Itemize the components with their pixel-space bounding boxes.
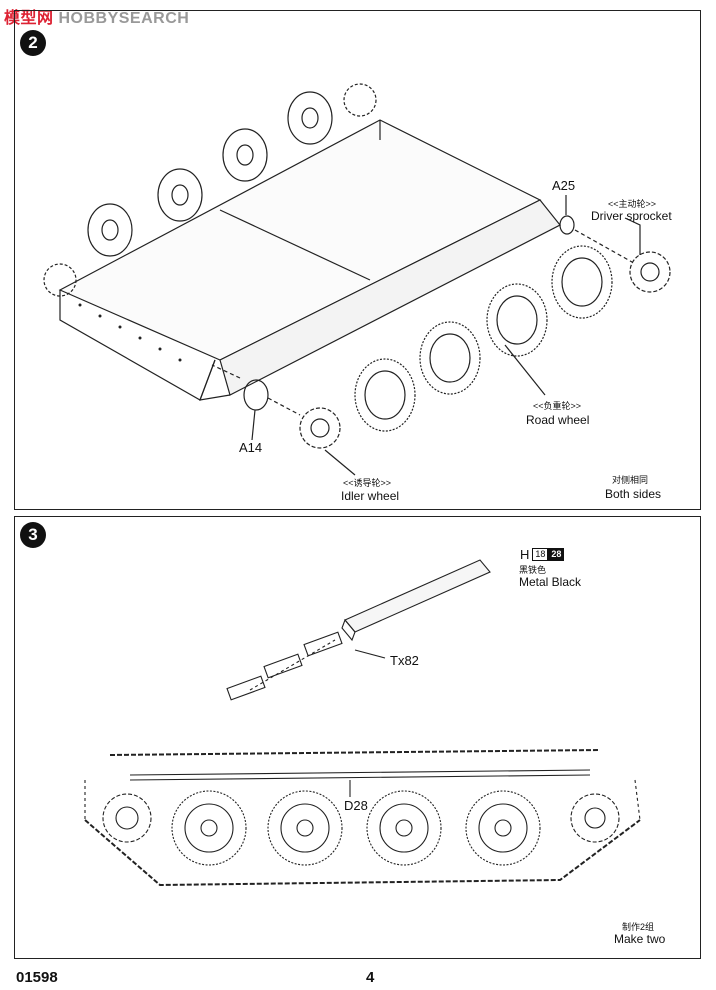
step2-panel bbox=[14, 10, 701, 510]
watermark-prefix: HOBBY bbox=[58, 10, 119, 27]
step3-panel bbox=[14, 516, 701, 959]
road-wheels-near bbox=[354, 245, 613, 432]
part-label-tx82: Tx82 bbox=[390, 653, 419, 668]
step2-number-badge: 2 bbox=[20, 30, 46, 56]
watermark-cn: 模型网 bbox=[4, 10, 54, 27]
make-two-label-cn: 制作2组 bbox=[622, 922, 655, 932]
part-label-d28: D28 bbox=[344, 798, 368, 813]
both-sides-label: Both sides bbox=[605, 487, 662, 501]
track-sprocket bbox=[102, 793, 152, 843]
part-label-a25: A25 bbox=[552, 178, 576, 193]
paint-callout: H 18 28 bbox=[520, 547, 565, 562]
track-run bbox=[84, 749, 641, 887]
footer-page-number: 4 bbox=[366, 969, 375, 986]
paint-code-18: 18 bbox=[532, 548, 549, 561]
footer-product-code: 01598 bbox=[16, 969, 58, 986]
watermark-logo: 模型网 HOBBYSEARCH bbox=[4, 4, 189, 28]
idler-wheel-label-cn: <<诱导轮>> bbox=[343, 478, 392, 488]
paint-letter: H bbox=[520, 547, 530, 562]
paint-code-28: 28 bbox=[548, 548, 565, 561]
idler-wheel-label: Idler wheel bbox=[341, 489, 400, 503]
make-two-label: Make two bbox=[614, 932, 666, 946]
both-sides-label-cn: 对侧相同 bbox=[612, 475, 649, 485]
driver-sprocket-label-cn: <<主动轮>> bbox=[608, 199, 657, 209]
driver-sprocket-drawing bbox=[629, 251, 671, 293]
part-label-a14: A14 bbox=[239, 440, 263, 455]
track-idler bbox=[570, 793, 620, 843]
driver-sprocket-label: Driver sprocket bbox=[591, 209, 672, 223]
watermark-suffix: SEARCH bbox=[118, 10, 190, 27]
road-wheel-label: Road wheel bbox=[526, 413, 590, 427]
paint-name-cn: 黑铁色 bbox=[519, 565, 547, 575]
road-wheel-label-cn: <<负重轮>> bbox=[533, 401, 582, 411]
track-road-wheels bbox=[171, 790, 541, 866]
track-links-assembled bbox=[341, 559, 491, 642]
step3-number-badge: 3 bbox=[20, 522, 46, 548]
track-links-loose bbox=[226, 631, 343, 701]
idler-wheel-drawing bbox=[299, 407, 341, 449]
paint-name: Metal Black bbox=[519, 575, 582, 589]
